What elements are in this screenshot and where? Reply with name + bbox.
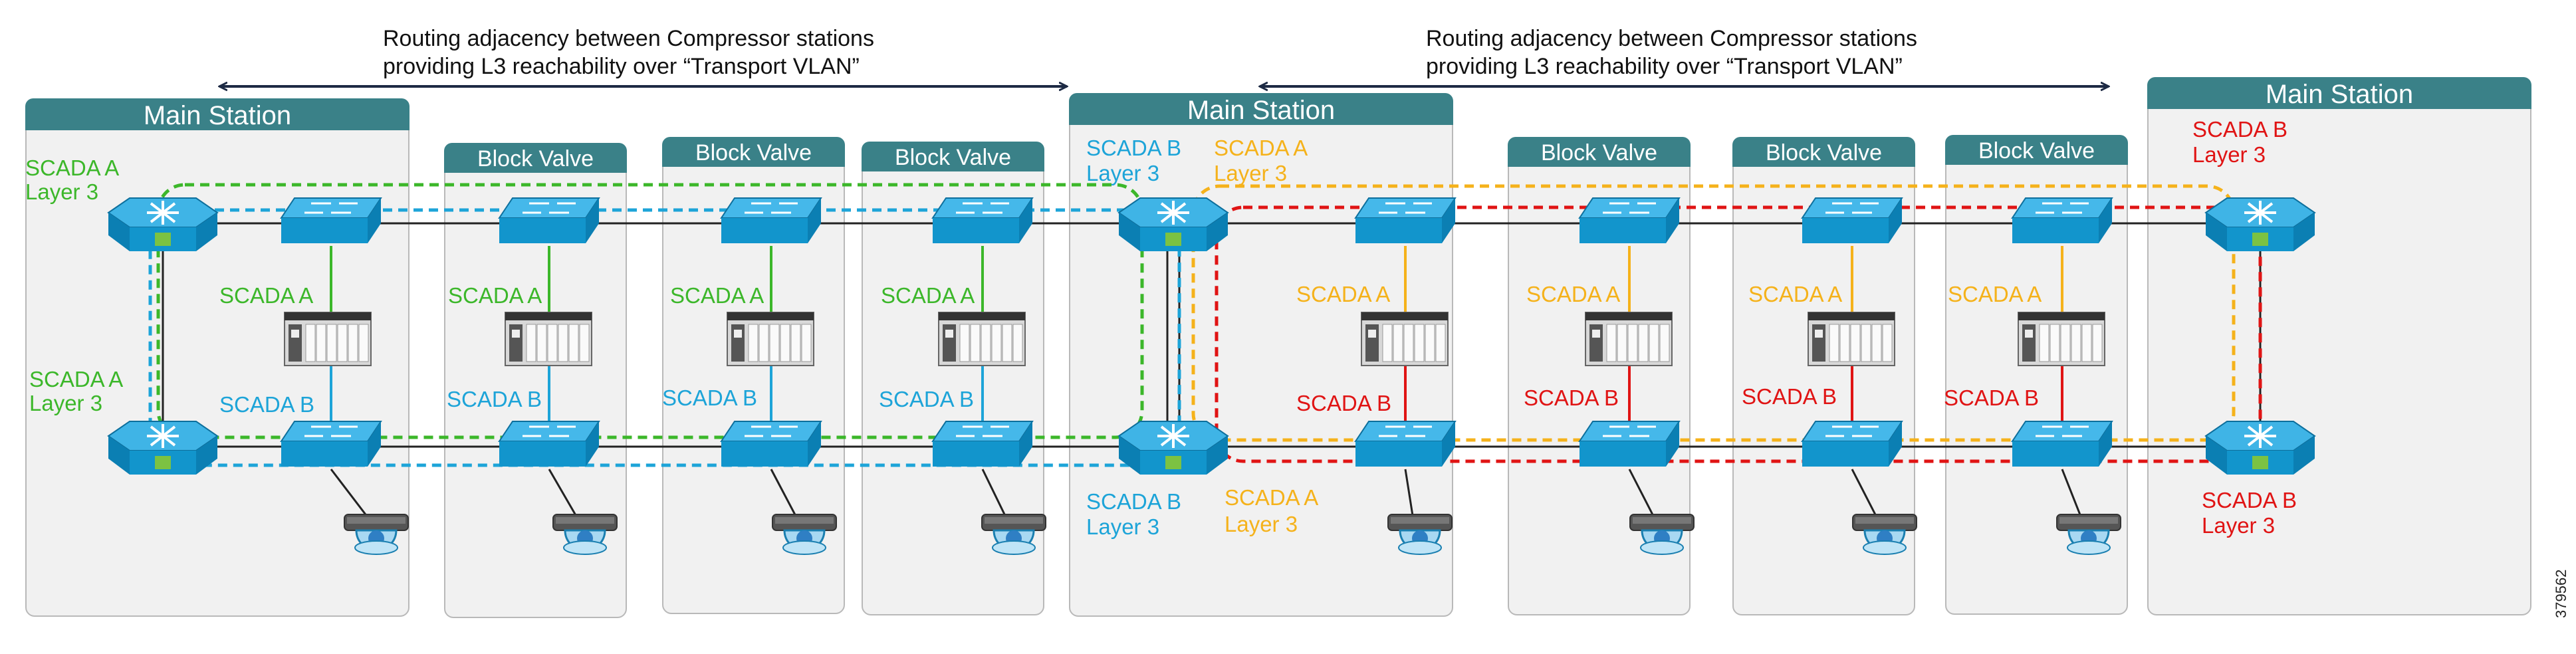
block-valve-1-header: Block Valve (444, 143, 627, 173)
l3-switch-icon (1117, 197, 1229, 251)
camera-icon (2056, 514, 2121, 555)
l2-switch-icon (931, 197, 1034, 243)
main-station-left-header: Main Station (25, 98, 410, 130)
scada-b-label: SCADA B (219, 392, 315, 417)
l2-switch-icon (1801, 421, 1903, 467)
scada-a-label: SCADA A (1748, 282, 1843, 306)
l2-switch-icon (2011, 421, 2113, 467)
l3-switch-icon (107, 197, 219, 251)
main-station-right-panel (2147, 77, 2531, 615)
block-valve-2-header: Block Valve (662, 137, 845, 167)
scada-a-orange-ring (1191, 184, 2236, 442)
l3-switch-icon (1117, 421, 1229, 475)
scada-b-label: SCADA B (2192, 117, 2288, 142)
l2-switch-icon (1578, 197, 1681, 243)
block-valve-6-header: Block Valve (1945, 135, 2128, 165)
routing-note-left-line2: providing L3 reachability over “Transpor… (383, 54, 860, 79)
layer3-label: Layer 3 (2202, 513, 2276, 538)
block-valve-3-header: Block Valve (862, 142, 1044, 171)
scada-b-blue-ring (148, 208, 1181, 467)
l2-switch-icon (931, 421, 1034, 467)
scada-a-label: SCADA A (25, 156, 120, 180)
scada-b-label: SCADA B (2202, 488, 2297, 512)
scada-b-label: SCADA B (1086, 136, 1182, 160)
scada-a-label: SCADA A (1296, 282, 1391, 306)
block-valve-4-header: Block Valve (1508, 137, 1691, 167)
rtu-plc-icon (1808, 312, 1895, 366)
l2-switch-icon (2011, 197, 2113, 243)
l3-switch-icon (2204, 421, 2316, 475)
l2-switch-icon (1801, 197, 1903, 243)
layer3-label: Layer 3 (25, 179, 99, 204)
layer3-label: Layer 3 (2192, 142, 2266, 167)
scada-a-label: SCADA A (881, 283, 975, 308)
scada-a-label: SCADA A (1214, 136, 1308, 160)
scada-a-label: SCADA A (219, 283, 314, 308)
camera-icon (772, 514, 837, 555)
layer3-label: Layer 3 (1214, 161, 1288, 185)
layer3-label: Layer 3 (1086, 514, 1160, 539)
l3-switch-icon (2204, 197, 2316, 251)
scada-a-label: SCADA A (448, 283, 542, 308)
routing-note-right-line2: providing L3 reachability over “Transpor… (1426, 54, 1903, 79)
scada-a-label: SCADA A (29, 367, 124, 391)
rtu-plc-icon (505, 312, 592, 366)
scada-b-label: SCADA B (1296, 391, 1392, 415)
l2-switch-icon (280, 421, 382, 467)
rtu-plc-icon (2018, 312, 2105, 366)
physical-links (162, 222, 2262, 448)
figure-id: 379562 (2553, 569, 2569, 618)
scada-b-label: SCADA B (1086, 489, 1182, 514)
l2-switch-icon (498, 197, 600, 243)
rtu-plc-icon (1585, 312, 1673, 366)
camera-icon (1387, 514, 1453, 555)
layer3-label: Layer 3 (1086, 161, 1160, 185)
rtu-plc-icon (938, 312, 1026, 366)
block-valve-5-header: Block Valve (1732, 137, 1915, 167)
scada-a-green-ring (156, 183, 1144, 439)
camera-links (330, 469, 2083, 520)
scada-a-label: SCADA A (1948, 282, 2042, 306)
scada-b-label: SCADA B (662, 385, 758, 410)
scada-b-label: SCADA B (1524, 385, 1619, 410)
l2-switch-icon (720, 197, 822, 243)
rtu-plc-icon (284, 312, 372, 366)
main-station-center-header: Main Station (1069, 93, 1453, 125)
camera-icon (552, 514, 618, 555)
scada-a-label: SCADA A (1225, 485, 1319, 510)
scada-b-label: SCADA B (879, 387, 975, 411)
scada-b-label: SCADA B (447, 387, 542, 411)
layer3-label: Layer 3 (1225, 512, 1298, 536)
routing-note-left-line1: Routing adjacency between Compressor sta… (383, 26, 874, 51)
l2-switch-icon (720, 421, 822, 467)
rtu-plc-icon (727, 312, 814, 366)
l2-switch-icon (280, 197, 382, 243)
routing-note-right-line1: Routing adjacency between Compressor sta… (1426, 26, 1917, 51)
l2-switch-icon (1578, 421, 1681, 467)
scada-a-label: SCADA A (670, 283, 764, 308)
camera-icon (1852, 514, 1917, 555)
scada-b-label: SCADA B (1742, 384, 1837, 409)
camera-icon (981, 514, 1046, 555)
camera-icon (1629, 514, 1695, 555)
l3-switch-icon (107, 421, 219, 475)
rtu-plc-icon (1361, 312, 1449, 366)
scada-b-red-ring (1215, 205, 2262, 463)
main-station-right-header: Main Station (2147, 77, 2531, 109)
scada-a-label: SCADA A (1526, 282, 1621, 306)
scada-b-label: SCADA B (1944, 385, 2040, 410)
l2-switch-icon (498, 421, 600, 467)
l2-switch-icon (1354, 197, 1457, 243)
camera-icon (344, 514, 409, 555)
layer3-label: Layer 3 (29, 391, 103, 415)
l2-switch-icon (1354, 421, 1457, 467)
